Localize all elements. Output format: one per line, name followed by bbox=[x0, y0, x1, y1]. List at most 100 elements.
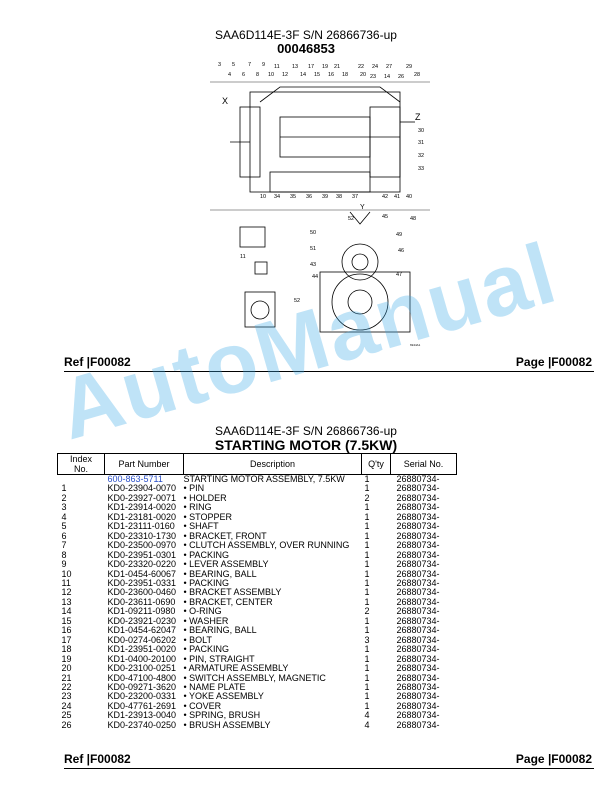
diagram-callout: 11 bbox=[240, 254, 246, 260]
row-description: • BEARING, BALL bbox=[183, 568, 257, 579]
row-qty: 1 bbox=[364, 474, 370, 484]
row-description: • PACKING bbox=[183, 549, 230, 560]
row-index: 5 bbox=[61, 521, 67, 532]
row-serial: 26880734- bbox=[396, 587, 440, 598]
row-part-number: KD0-47761-2691 bbox=[107, 700, 177, 711]
header-code: 00046853 bbox=[277, 41, 335, 56]
row-qty: 1 bbox=[364, 530, 370, 541]
row-description: • BOLT bbox=[183, 634, 213, 645]
row-description: • WASHER bbox=[183, 615, 229, 626]
diagram-callout: 29 bbox=[406, 64, 412, 70]
row-qty: 1 bbox=[364, 577, 370, 588]
page-label: Page |F00082 bbox=[515, 752, 592, 766]
diagram-callout: 3 bbox=[218, 62, 221, 68]
row-description: • LEVER ASSEMBLY bbox=[183, 559, 269, 570]
diagram-callout: 52 bbox=[348, 216, 354, 222]
row-qty: 1 bbox=[364, 672, 370, 683]
row-serial: 26880734- bbox=[396, 691, 440, 702]
row-index: 6 bbox=[61, 530, 67, 541]
page-label: Page |F00082 bbox=[515, 355, 592, 369]
row-part-number: KD1-0454-60067 bbox=[107, 568, 177, 579]
diagram-callout: 30 bbox=[418, 128, 424, 134]
diagram-callout: 23 bbox=[370, 74, 376, 80]
row-qty: 1 bbox=[364, 511, 370, 522]
col-header-qty: Q'ty bbox=[361, 453, 391, 475]
col-header-part-number: Part Number bbox=[104, 453, 184, 475]
row-serial: 26880734- bbox=[396, 606, 440, 617]
row-description: • BRACKET, CENTER bbox=[183, 596, 273, 607]
row-part-number: KD0-23904-0070 bbox=[107, 483, 177, 494]
row-description: • HOLDER bbox=[183, 492, 227, 503]
header-model: SAA6D114E-3F S/N 26866736-up bbox=[215, 28, 397, 42]
diagram-callout: 40 bbox=[406, 194, 412, 200]
row-description: • PACKING bbox=[183, 644, 230, 655]
diagram-callout: 45 bbox=[382, 214, 388, 220]
row-serial: 26880734- bbox=[396, 615, 440, 626]
row-serial: 26880734- bbox=[396, 502, 440, 513]
row-serial: 26880734- bbox=[396, 596, 440, 607]
diagram-callout: 6 bbox=[242, 72, 245, 78]
diagram-callout: 49 bbox=[396, 232, 402, 238]
row-index: 13 bbox=[61, 596, 72, 607]
row-index: 15 bbox=[61, 615, 72, 626]
row-qty: 1 bbox=[364, 540, 370, 551]
row-part-number: KD0-23951-0301 bbox=[107, 549, 177, 560]
row-part-number[interactable]: 600-863-5711 bbox=[107, 474, 163, 484]
row-serial: 26880734- bbox=[396, 644, 440, 655]
row-part-number: KD0-23200-0331 bbox=[107, 691, 177, 702]
diagram-callout: 42 bbox=[382, 194, 388, 200]
row-serial: 26880734- bbox=[396, 540, 440, 551]
parts-table: Index No. Part Number Description Q'ty S… bbox=[57, 453, 457, 730]
row-qty: 4 bbox=[364, 719, 370, 730]
row-serial: 26880734- bbox=[396, 474, 440, 484]
row-description: • PACKING bbox=[183, 577, 230, 588]
row-index: 4 bbox=[61, 511, 67, 522]
row-qty: 1 bbox=[364, 644, 370, 655]
row-serial: 26880734- bbox=[396, 549, 440, 560]
row-index: 9 bbox=[61, 559, 67, 570]
row-part-number: KD1-23951-0020 bbox=[107, 644, 177, 655]
row-description: • SPRING, BRUSH bbox=[183, 710, 261, 721]
diagram-callout: 35 bbox=[290, 194, 296, 200]
row-qty: 2 bbox=[364, 606, 370, 617]
row-serial: 26880734- bbox=[396, 625, 440, 636]
row-description: • O-RING bbox=[183, 606, 222, 617]
row-description: • NAME PLATE bbox=[183, 681, 246, 692]
row-qty: 1 bbox=[364, 568, 370, 579]
row-serial: 26880734- bbox=[396, 710, 440, 721]
row-index: 19 bbox=[61, 653, 72, 664]
row-qty: 1 bbox=[364, 615, 370, 626]
row-part-number: KD0-47100-4800 bbox=[107, 672, 177, 683]
col-header-serial: Serial No. bbox=[390, 453, 457, 475]
diagram-callout: 33 bbox=[418, 166, 424, 172]
col-header-index: Index No. bbox=[57, 453, 105, 475]
diagram-callout: 16 bbox=[328, 72, 334, 78]
row-qty: 1 bbox=[364, 691, 370, 702]
col-header-description: Description bbox=[183, 453, 362, 475]
row-index: 23 bbox=[61, 691, 72, 702]
diagram-callout: 14 bbox=[300, 72, 306, 78]
diagram-callout: 52 bbox=[294, 298, 300, 304]
row-part-number: KD0-09271-3620 bbox=[107, 681, 177, 692]
diagram-callout: 39 bbox=[322, 194, 328, 200]
row-qty: 1 bbox=[364, 559, 370, 570]
diagram-callout: 27 bbox=[386, 64, 392, 70]
row-index: 11 bbox=[61, 577, 71, 588]
row-index: 20 bbox=[61, 663, 72, 674]
row-qty: 2 bbox=[364, 492, 370, 503]
row-index: 1 bbox=[61, 483, 67, 494]
view-y-label: Y bbox=[360, 204, 365, 211]
row-index: 2 bbox=[61, 492, 67, 503]
